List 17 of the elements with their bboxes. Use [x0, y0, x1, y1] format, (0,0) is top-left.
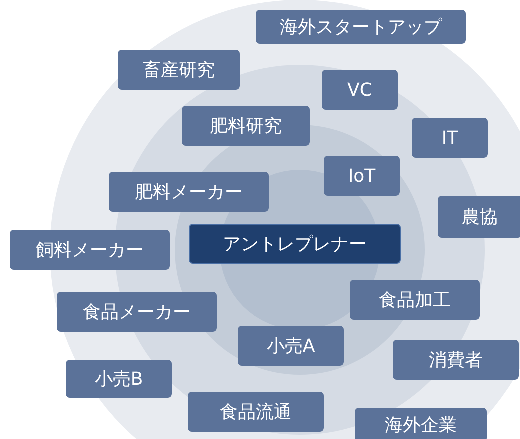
stakeholder-box: 食品加工 [350, 280, 480, 320]
stakeholder-box: IoT [324, 156, 400, 196]
stakeholder-box: 農協 [438, 196, 520, 238]
stakeholder-box: VC [322, 70, 398, 110]
stakeholder-box: 海外スタートアップ [256, 10, 466, 44]
stakeholder-box: 小売A [238, 326, 344, 366]
stakeholder-box: 消費者 [393, 340, 519, 380]
stakeholder-box: 飼料メーカー [10, 230, 170, 270]
stakeholder-box: 食品メーカー [57, 292, 217, 332]
stakeholder-box: 小売B [66, 360, 172, 398]
central-box: アントレプレナー [189, 224, 401, 264]
stakeholder-box: 海外企業 [355, 408, 487, 439]
stakeholder-box: 畜産研究 [118, 50, 240, 90]
stakeholder-box: 食品流通 [188, 392, 324, 432]
stakeholder-box: 肥料メーカー [109, 172, 269, 212]
stakeholder-box: 肥料研究 [182, 106, 310, 146]
stakeholder-box: IT [412, 118, 488, 158]
